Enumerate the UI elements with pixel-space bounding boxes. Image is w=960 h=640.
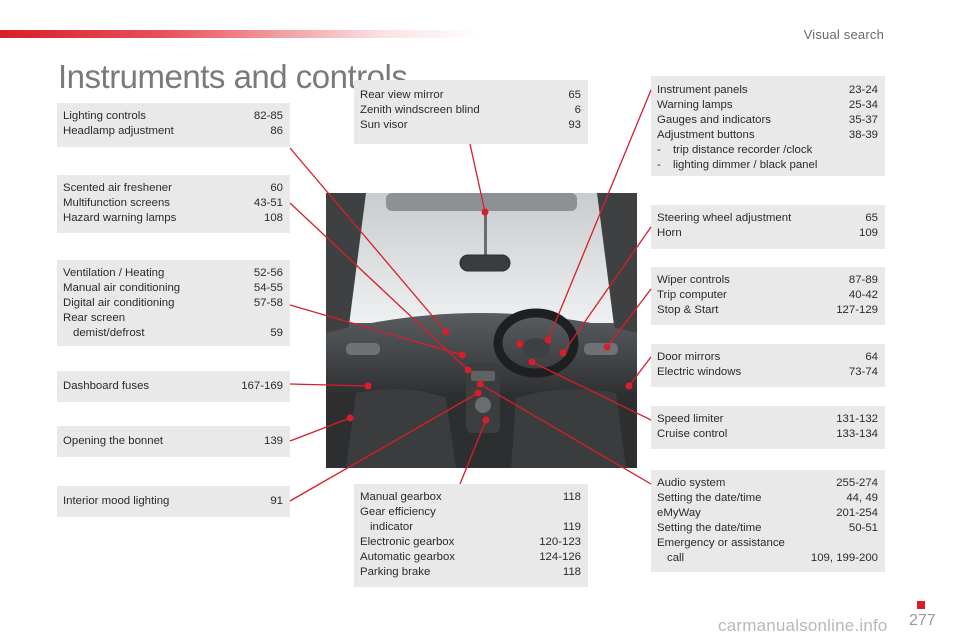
watermark: carmanualsonline.info [718, 616, 888, 635]
index-row[interactable]: lighting dimmer / black panel [657, 158, 878, 173]
header-accent-bar [0, 30, 480, 38]
index-row[interactable]: trip distance recorder /clock [657, 143, 878, 158]
index-row[interactable]: Rear screen [63, 312, 126, 324]
page-number: 277 [909, 612, 936, 629]
index-row[interactable]: Emergency or assistance [657, 537, 785, 549]
page-corner-mark [917, 601, 925, 609]
dashboard-illustration [326, 193, 637, 468]
index-row[interactable]: Gear efficiency [360, 506, 436, 518]
dashboard-drawing [326, 193, 637, 468]
section-label: Visual search [803, 27, 884, 42]
page-title: Instruments and controls [58, 58, 408, 95]
